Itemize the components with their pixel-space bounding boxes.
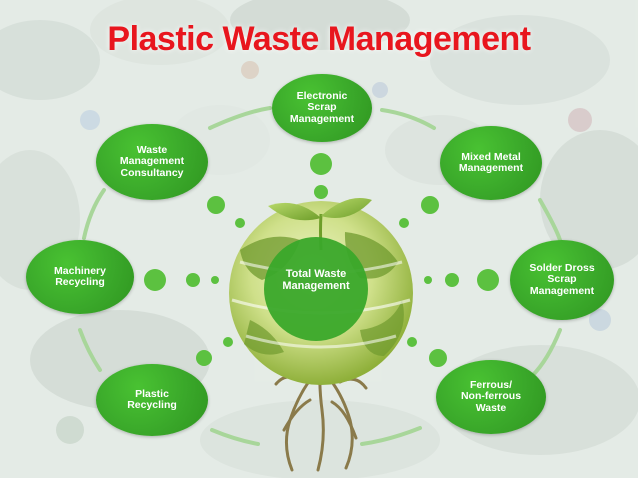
node-solder-dross: Solder Dross Scrap Management — [510, 240, 614, 320]
node-ferrous-non-ferrous: Ferrous/ Non-ferrous Waste — [436, 360, 546, 434]
node-mixed-metal: Mixed Metal Management — [440, 126, 542, 200]
connector-dots — [144, 153, 499, 367]
node-waste-consultancy: Waste Management Consultancy — [96, 124, 208, 200]
node-electronic-scrap: Electronic Scrap Management — [272, 74, 372, 142]
center-circle — [264, 237, 368, 341]
node-machinery-recycling: Machinery Recycling — [26, 240, 134, 314]
node-plastic-recycling: Plastic Recycling — [96, 364, 208, 436]
page-title: Plastic Waste Management — [107, 20, 531, 58]
center-label: Total Waste Management — [282, 268, 350, 292]
connection-ring — [78, 106, 562, 446]
